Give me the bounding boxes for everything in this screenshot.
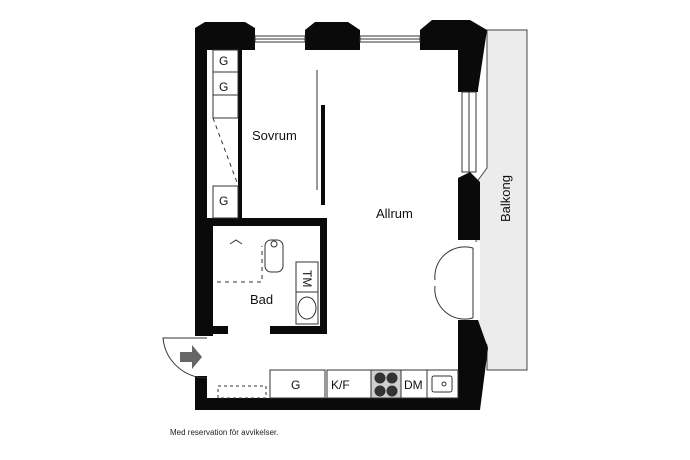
wardrobe-label-1: G bbox=[219, 54, 229, 68]
room-label-bad: Bad bbox=[250, 292, 274, 307]
bathroom-fixtures bbox=[217, 239, 319, 325]
sliding-partition bbox=[316, 70, 325, 205]
walls bbox=[195, 20, 488, 410]
room-label-balkong: Balkong bbox=[498, 175, 513, 222]
room-label-sovrum: Sovrum bbox=[252, 128, 297, 143]
balcony-area bbox=[475, 29, 528, 371]
room-label-allrum: Allrum bbox=[376, 206, 413, 221]
disclaimer-note: Med reservation för avvikelser. bbox=[170, 428, 279, 437]
balcony-door bbox=[434, 246, 474, 320]
washing-machine-label: TM bbox=[300, 270, 314, 288]
fridge-freezer-label: K/F bbox=[331, 378, 350, 392]
dishwasher-label: DM bbox=[404, 378, 423, 392]
kitchen-wardrobe-label: G bbox=[291, 378, 301, 392]
wardrobe-label-2: G bbox=[219, 80, 229, 94]
entrance-arrow bbox=[180, 345, 202, 369]
entrance-door bbox=[162, 337, 208, 379]
wardrobe-label-3: G bbox=[219, 194, 229, 208]
kitchen-row bbox=[217, 369, 459, 399]
windows bbox=[254, 35, 477, 173]
wardrobe-column bbox=[212, 49, 239, 219]
